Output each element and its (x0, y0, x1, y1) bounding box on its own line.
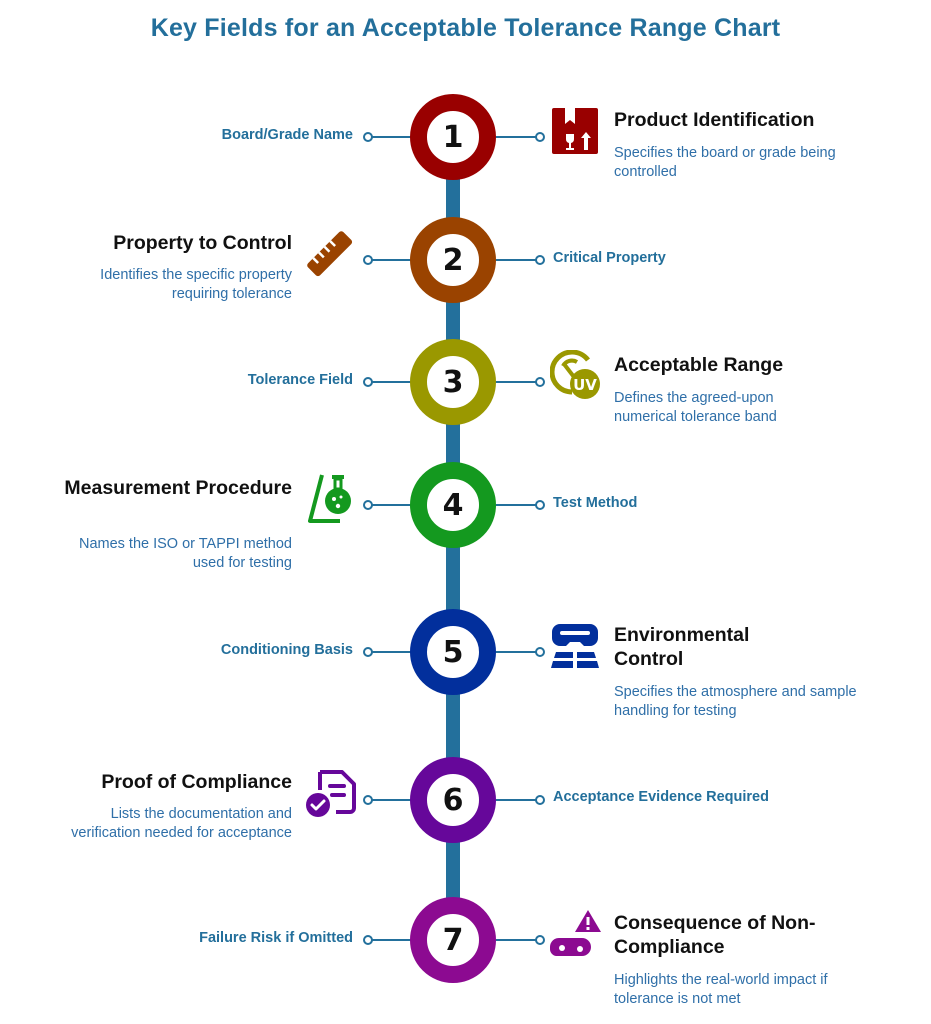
connector-dot (535, 255, 545, 265)
step-number-node: 4 (410, 462, 496, 548)
flask-icon (308, 474, 351, 523)
connector-line (496, 939, 536, 941)
field-label: Test Method (553, 495, 638, 511)
step-number-node: 7 (410, 897, 496, 983)
step-number: 5 (442, 634, 464, 670)
step-number-node: 5 (410, 609, 496, 695)
uv-gauge-icon: UV (550, 350, 600, 399)
connector-line (496, 651, 536, 653)
step-description: Highlights the real-world impact if tole… (614, 972, 828, 1007)
connector-line (371, 939, 411, 941)
step-number-node: 3 (410, 339, 496, 425)
box-fragile-icon (552, 108, 598, 154)
field-label: Tolerance Field (247, 372, 353, 388)
step-description: Specifies the atmosphere and sample hand… (614, 684, 857, 719)
connector-dot (535, 795, 545, 805)
page-title: Key Fields for an Acceptable Tolerance R… (150, 14, 781, 42)
connector-line (371, 504, 411, 506)
connector-dot (535, 500, 545, 510)
step-description: Defines the agreed-upon numerical tolera… (614, 390, 777, 425)
field-label: Board/Grade Name (221, 127, 353, 143)
step-number: 3 (442, 364, 464, 400)
step-description: Lists the documentation and verification… (71, 806, 292, 841)
step-number: 7 (442, 922, 464, 958)
connector-line (496, 799, 536, 801)
step-heading: Property to Control (113, 232, 292, 254)
step-number: 6 (442, 782, 464, 818)
step-description: Identifies the specific property requiri… (100, 267, 292, 302)
connector-line (371, 651, 411, 653)
connector-line (496, 136, 536, 138)
step-heading: Environmental Control (614, 624, 750, 670)
step-number: 2 (442, 242, 464, 278)
step-heading: Proof of Compliance (101, 771, 292, 793)
ruler-icon (307, 231, 353, 277)
step-number-node: 6 (410, 757, 496, 843)
connector-dot (535, 377, 545, 387)
connector-line (496, 259, 536, 261)
svg-text:UV: UV (573, 376, 597, 394)
connector-line (371, 136, 411, 138)
step-heading: Measurement Procedure (64, 477, 292, 499)
warning-hazard-icon (550, 910, 601, 956)
step-number: 4 (442, 487, 464, 523)
environment-icon (551, 624, 599, 668)
field-label: Critical Property (553, 250, 666, 266)
step-number: 1 (442, 119, 464, 155)
field-label: Acceptance Evidence Required (553, 789, 769, 805)
document-check-icon (306, 770, 356, 817)
connector-dot (535, 132, 545, 142)
connector-line (496, 381, 536, 383)
field-label: Failure Risk if Omitted (199, 930, 353, 946)
step-number-node: 2 (410, 217, 496, 303)
connector-line (371, 799, 411, 801)
step-number-node: 1 (410, 94, 496, 180)
step-heading: Product Identification (614, 109, 815, 131)
connector-line (496, 504, 536, 506)
step-description: Names the ISO or TAPPI method used for t… (78, 536, 292, 571)
field-label: Conditioning Basis (220, 642, 353, 658)
connector-line (371, 381, 411, 383)
connector-dot (535, 647, 545, 657)
step-heading: Consequence of Non-Compliance (614, 912, 816, 958)
connector-line (371, 259, 411, 261)
step-description: Specifies the board or grade being contr… (614, 145, 836, 180)
step-heading: Acceptable Range (614, 354, 784, 376)
connector-dot (535, 935, 545, 945)
